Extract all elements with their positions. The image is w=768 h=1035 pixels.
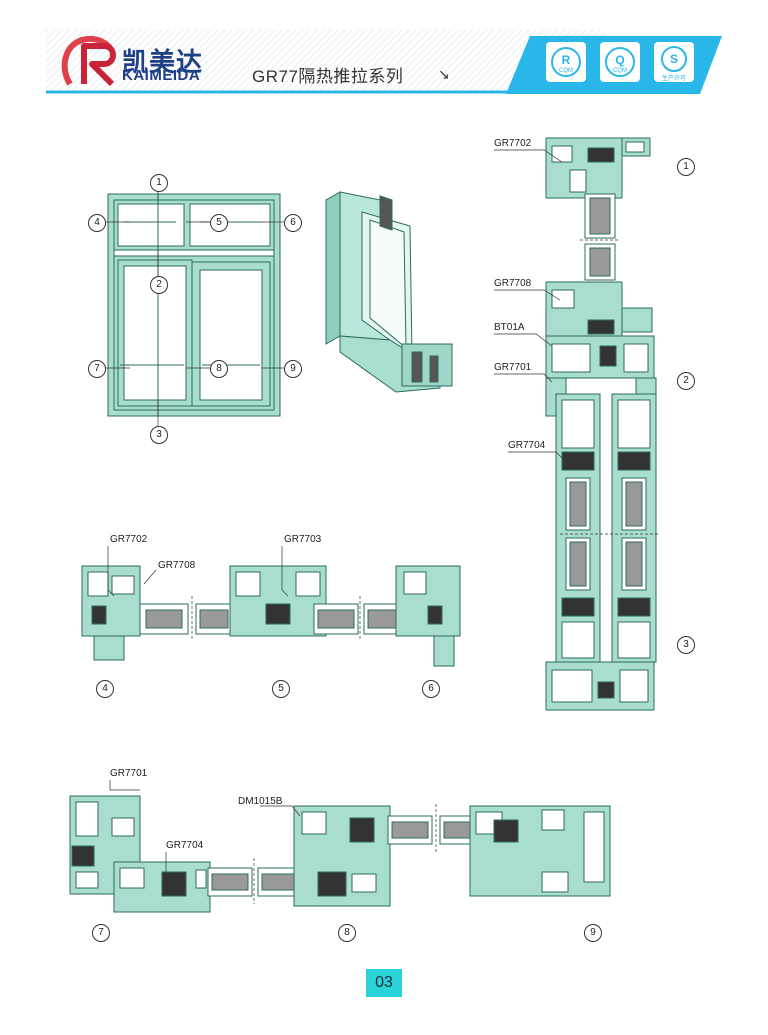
horizontal-section-bottom: [69, 795, 611, 913]
svg-text:Q: Q: [615, 53, 624, 67]
horizontal-section-top: [81, 565, 461, 667]
label-gr7702-horizontal: GR7702: [110, 534, 148, 545]
marker-8: 8: [210, 360, 228, 378]
label-gr7704-horizontal: GR7704: [166, 840, 204, 851]
logo-icon: [61, 35, 116, 87]
svg-text:S: S: [670, 52, 678, 66]
horizontal-marker-6: 6: [422, 680, 440, 698]
horizontal-marker-9: 9: [584, 924, 602, 942]
label-bt01a: BT01A: [494, 322, 525, 333]
marker-2: 2: [150, 276, 168, 294]
marker-5: 5: [210, 214, 228, 232]
leader-lines: [104, 149, 660, 904]
marker-3: 3: [150, 426, 168, 444]
brand-name-cn: 凯美达: [122, 47, 204, 77]
page-number: 03: [366, 969, 402, 997]
horizontal-marker-8: 8: [338, 924, 356, 942]
svg-text:R: R: [562, 53, 571, 67]
marker-1: 1: [150, 174, 168, 192]
cert-badge-r: R CQM: [546, 42, 586, 82]
label-gr7703: GR7703: [284, 534, 322, 545]
cert-badge-qs: S 生产许可: [654, 42, 694, 82]
label-gr7708-vertical: GR7708: [494, 278, 532, 289]
label-gr7704-vertical: GR7704: [508, 440, 546, 451]
marker-7: 7: [88, 360, 106, 378]
arrow-down-right-icon: ↘: [438, 66, 450, 82]
series-title: GR77隔热推拉系列: [252, 67, 404, 86]
horizontal-marker-5: 5: [272, 680, 290, 698]
label-gr7701-vertical: GR7701: [494, 362, 532, 373]
profile-3d-view: [325, 191, 453, 393]
vertical-marker-2: 2: [677, 372, 695, 390]
cert-badge-q: Q CQM: [600, 42, 640, 82]
horizontal-marker-7: 7: [92, 924, 110, 942]
vertical-marker-3: 3: [677, 636, 695, 654]
label-gr7708-horizontal: GR7708: [158, 560, 196, 571]
marker-9: 9: [284, 360, 302, 378]
marker-4: 4: [88, 214, 106, 232]
marker-6: 6: [284, 214, 302, 232]
label-dm1015b: DM1015B: [238, 796, 283, 807]
vertical-marker-1: 1: [677, 158, 695, 176]
window-elevation: [107, 193, 281, 417]
header: 凯美达 KAIMEIDA GR77隔热推拉系列 ↘ R CQM Q CQM S …: [0, 0, 768, 110]
label-gr7701-horizontal: GR7701: [110, 768, 148, 779]
vertical-section: [545, 137, 657, 711]
label-gr7702-vertical: GR7702: [494, 138, 532, 149]
horizontal-marker-4: 4: [96, 680, 114, 698]
brand-name-en: KAIMEIDA: [122, 67, 201, 84]
